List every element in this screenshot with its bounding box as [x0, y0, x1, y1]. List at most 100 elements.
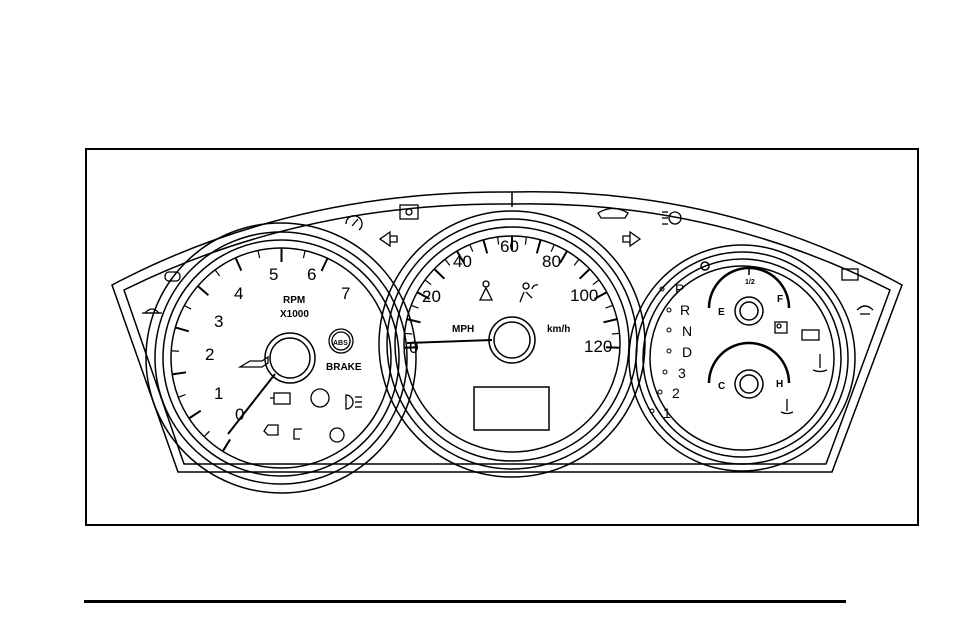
tach-tick-mark	[302, 250, 306, 259]
speed-tick-mark	[410, 304, 419, 309]
speed-tick-mark	[496, 236, 500, 245]
tach-tick-mark	[221, 438, 231, 452]
tach-tick-label: 2	[205, 345, 214, 364]
security-icon	[164, 271, 181, 282]
gear-3: 3	[678, 365, 686, 381]
speedometer	[378, 210, 646, 478]
tachometer	[145, 222, 417, 494]
tach-tick-mark	[178, 393, 186, 398]
tachometer-scale: 0 1 2 3 4 5 6 7	[205, 265, 350, 424]
charging-icon	[263, 424, 279, 436]
tach-needle	[227, 373, 276, 435]
door-ajar-icon	[399, 204, 419, 220]
mph-tick-label: 120	[584, 337, 612, 356]
tach-tick-mark	[188, 409, 202, 420]
tach-tick-mark	[203, 430, 210, 438]
coolant-temp-icon	[812, 354, 828, 373]
mph-tick-label: 80	[542, 252, 561, 271]
speed-tick-mark	[469, 244, 474, 252]
tach-tick-label: 6	[307, 265, 316, 284]
tach-tick-mark	[184, 304, 192, 310]
mph-tick-label: 0	[409, 338, 418, 357]
gear-r: R	[680, 302, 690, 318]
gear-d: D	[682, 344, 692, 360]
instrument-cluster: 0 1 2 3 4 5 6 7 RPM X1000 ABS BRAKE 0 20…	[111, 191, 903, 494]
tach-tick-mark	[175, 326, 190, 333]
speed-tick-mark	[578, 268, 591, 280]
service-vehicle-icon	[293, 428, 302, 440]
speed-tick-mark	[605, 304, 614, 309]
speed-tick-mark	[535, 239, 542, 254]
speed-tick-mark	[559, 250, 568, 264]
stabilitrak-icon	[310, 388, 330, 408]
gear-n: N	[682, 323, 692, 339]
traction-off-icon	[597, 207, 629, 219]
speed-tick-mark	[611, 332, 620, 335]
gear-1: 1	[663, 405, 671, 421]
tach-tick-label: 1	[214, 384, 223, 403]
page-bottom-rule	[84, 600, 846, 603]
low-oil-icon	[329, 427, 345, 443]
low-fuel-icon	[774, 321, 788, 334]
speed-tick-mark	[592, 279, 600, 286]
speed-needle	[406, 339, 493, 344]
speed-tick-mark	[593, 291, 608, 300]
speed-tick-mark	[524, 236, 528, 245]
abs-icon	[328, 328, 354, 354]
tach-tick-label: 7	[341, 284, 350, 303]
charging-system-icon	[801, 329, 820, 341]
abs-label: ABS	[333, 340, 348, 347]
speed-tick-mark	[416, 291, 431, 300]
mph-tick-label: 40	[453, 252, 472, 271]
odometer-display	[473, 386, 550, 431]
tach-tick-mark	[172, 371, 187, 376]
speedometer-scale: 0 20 40 60 80 100 120	[409, 237, 612, 357]
speed-tick-mark	[444, 258, 451, 266]
temp-cold-label: C	[718, 381, 725, 392]
tach-unit-label: RPM	[283, 295, 305, 306]
tach-tick-label: 4	[234, 284, 243, 303]
tach-multiplier-label: X1000	[280, 309, 309, 320]
mph-tick-label: 60	[500, 237, 519, 256]
brake-label: BRAKE	[326, 362, 362, 373]
airbag-icon	[519, 282, 539, 303]
gear-2: 2	[672, 385, 680, 401]
temp-hot-label: H	[776, 379, 783, 390]
tach-tick-mark	[197, 285, 210, 296]
tach-tick-mark	[257, 250, 261, 259]
seatbelt-icon	[478, 280, 494, 301]
speed-tick-mark	[603, 318, 618, 324]
mph-tick-label: 100	[570, 286, 598, 305]
speed-tick-mark	[456, 250, 465, 264]
cruise-control-icon	[345, 215, 363, 231]
turn-right-icon	[622, 230, 642, 248]
tach-tick-label: 0	[235, 405, 244, 424]
tire-pressure-icon	[662, 211, 682, 225]
mph-tick-label: 20	[422, 287, 441, 306]
gear-p: P	[675, 281, 684, 297]
coolant-temp-warning-icon	[780, 399, 794, 415]
speed-tick-mark	[573, 258, 580, 266]
check-gauges-icon	[142, 308, 162, 314]
tach-tick-mark	[171, 350, 179, 352]
speed-tick-mark	[406, 318, 421, 324]
turn-left-icon	[378, 230, 398, 248]
engine-icon	[270, 392, 291, 405]
headlamp-icon	[345, 394, 362, 410]
tach-tick-mark	[320, 257, 329, 272]
instrument-cluster-frame: 0 1 2 3 4 5 6 7 RPM X1000 ABS BRAKE 0 20…	[85, 148, 919, 526]
speed-tick-mark	[433, 268, 446, 280]
fuel-temp-gauge	[628, 244, 856, 472]
prndl-indicator: P R N D 3 2 1	[649, 281, 692, 421]
kmh-label: km/h	[547, 324, 570, 335]
speed-tick-mark	[424, 279, 432, 286]
speed-tick-mark	[482, 239, 489, 254]
fuel-empty-label: E	[718, 307, 725, 318]
speed-tick-mark	[404, 332, 413, 335]
cluster-housing	[111, 191, 903, 473]
fuel-full-label: F	[777, 294, 783, 305]
fuel-half-label: 1/2	[745, 279, 755, 286]
washer-fluid-icon	[856, 305, 874, 315]
tach-tick-mark	[214, 269, 221, 277]
oil-pressure-icon	[237, 355, 269, 368]
